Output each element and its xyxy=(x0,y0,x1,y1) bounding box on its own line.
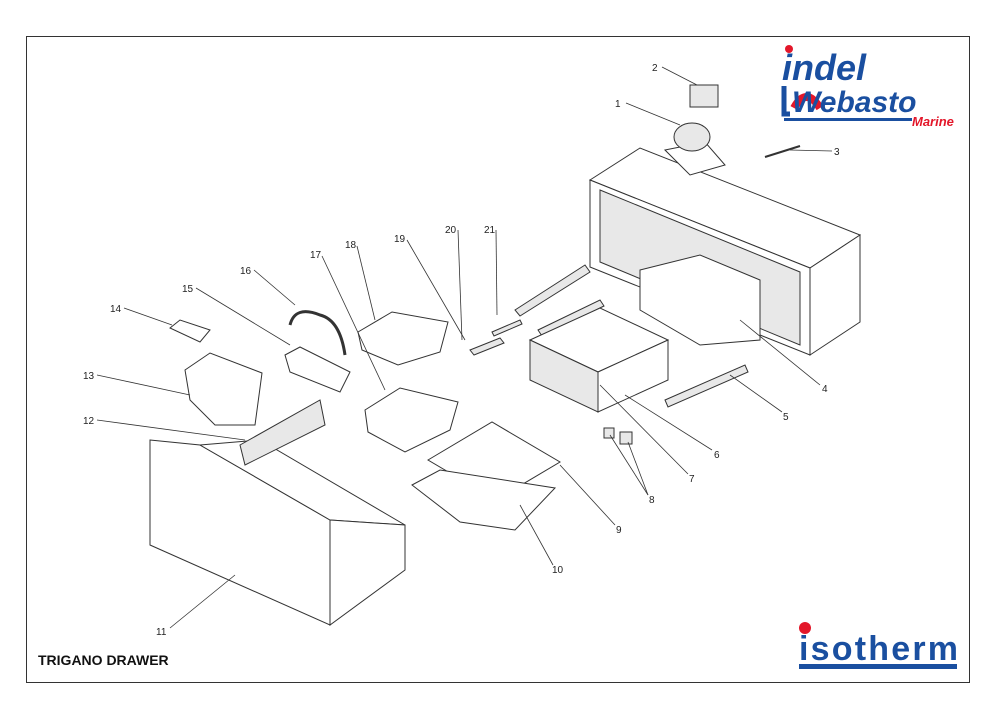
callout-5: 5 xyxy=(783,412,789,423)
logo-text-marine: Marine xyxy=(912,114,954,129)
callout-17: 17 xyxy=(310,250,322,261)
part-compressor xyxy=(663,122,726,176)
callout-19: 19 xyxy=(394,234,406,245)
callout-10: 10 xyxy=(552,565,564,576)
isotherm-logo: isotherm xyxy=(799,622,958,669)
part-drawer xyxy=(149,439,406,626)
callout-12: 12 xyxy=(83,416,95,427)
part-electronic-unit xyxy=(689,84,719,108)
callout-21: 21 xyxy=(484,225,496,236)
logo-text-indel: indel xyxy=(782,47,867,88)
part-small-box xyxy=(169,319,211,343)
part-door-shelf xyxy=(284,346,351,393)
callout-2: 2 xyxy=(652,63,658,74)
callout-18: 18 xyxy=(345,240,357,251)
part-switch xyxy=(603,427,615,439)
part-cabinet xyxy=(588,147,862,356)
part-bar xyxy=(288,310,347,356)
callout-4: 4 xyxy=(822,384,828,395)
callout-1: 1 xyxy=(615,99,621,110)
part-box xyxy=(357,311,449,366)
part-bin xyxy=(364,387,459,453)
logo-text-webasto: Webasto xyxy=(792,86,916,119)
part-basket xyxy=(184,352,263,426)
part-tray xyxy=(411,469,557,531)
indel-webasto-logo: indel Webasto Marine xyxy=(781,45,954,129)
callout-20: 20 xyxy=(445,225,457,236)
callout-9: 9 xyxy=(616,525,622,536)
part-strip xyxy=(491,319,523,337)
drawing-frame xyxy=(26,36,970,683)
part-bracket xyxy=(469,337,505,356)
callout-14: 14 xyxy=(110,304,122,315)
logo-text-isotherm: isotherm xyxy=(799,630,957,668)
callout-8: 8 xyxy=(649,495,655,506)
leader-lines xyxy=(96,66,833,629)
callout-16: 16 xyxy=(240,266,252,277)
drawing-title: TRIGANO DRAWER xyxy=(38,652,169,668)
part-inner-drawer xyxy=(528,307,670,413)
callout-11: 11 xyxy=(156,627,167,638)
part-rails xyxy=(514,264,749,408)
callout-3: 3 xyxy=(834,147,840,158)
callout-13: 13 xyxy=(83,371,95,382)
part-switch xyxy=(619,431,633,445)
callout-7: 7 xyxy=(689,474,695,485)
part-cable xyxy=(764,145,801,158)
callout-15: 15 xyxy=(182,284,194,295)
callout-6: 6 xyxy=(714,450,720,461)
part-divider xyxy=(239,399,326,466)
